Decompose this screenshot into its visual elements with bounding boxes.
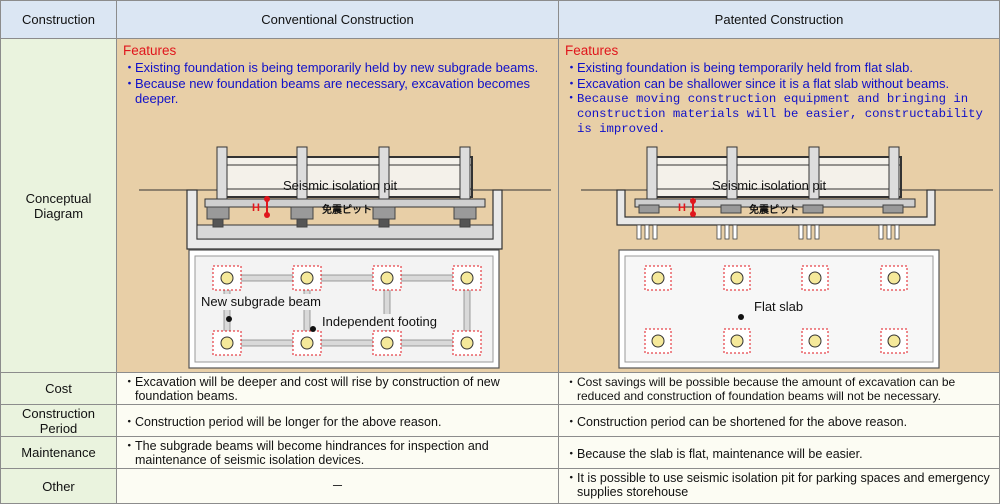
building-section — [204, 146, 486, 208]
row-label-maintenance: Maintenance — [0, 436, 117, 469]
beam-label: New subgrade beam — [201, 294, 321, 309]
feature-item: ・Because moving construction equipment a… — [565, 92, 983, 136]
patented-other: ・It is possible to use seismic isolation… — [558, 468, 1000, 504]
isolators — [206, 206, 477, 228]
header-conventional: Conventional Construction — [116, 0, 559, 39]
pit-label: Seismic isolation pit — [283, 178, 398, 193]
h-label: H — [678, 202, 686, 214]
features-list-mono: ・Because moving construction equipment a… — [565, 92, 991, 136]
patented-period: ・Construction period can be shortened fo… — [558, 404, 1000, 437]
h-label: H — [252, 202, 260, 214]
patented-maintenance: ・Because the slab is flat, maintenance w… — [558, 436, 1000, 469]
footing-label: Independent footing — [322, 314, 437, 329]
row-label-text: Conceptual Diagram — [25, 190, 92, 221]
pit-label-jp: 免震ピット — [322, 203, 372, 216]
patented-diagram-panel: Features ・Existing foundation is being t… — [558, 38, 1000, 373]
patented-diagram: H Seismic isolation pit 免震ピット Fl — [581, 146, 993, 369]
features-list: ・Existing foundation is being temporaril… — [565, 60, 991, 91]
feature-item: ・Excavation can be shallower since it is… — [565, 75, 950, 91]
patented-cost: ・Cost savings will be possible because t… — [558, 372, 1000, 405]
row-label-cost: Cost — [0, 372, 117, 405]
feature-item: ・Because new foundation beams are necess… — [123, 75, 531, 107]
features-title: Features — [123, 43, 177, 58]
plan-view: New subgrade beam Independent footing — [188, 249, 500, 369]
conventional-period: ・Construction period will be longer for … — [116, 404, 559, 437]
features-title: Features — [565, 43, 619, 58]
conventional-maintenance: ・The subgrade beams will become hindranc… — [116, 436, 559, 469]
footings — [212, 265, 482, 356]
conventional-diagram: H Seismic isolation pit 免震ピット — [139, 146, 551, 369]
h-marker: H — [678, 198, 696, 217]
isolators — [638, 204, 904, 214]
feature-item: ・Existing foundation is being temporaril… — [123, 60, 539, 75]
conventional-other: － — [116, 468, 559, 504]
pit-label: Seismic isolation pit — [712, 178, 827, 193]
row-label-construction-period: Construction Period — [0, 404, 117, 437]
features-list: ・Existing foundation is being temporaril… — [123, 60, 550, 107]
row-label-conceptual-diagram: Conceptual Diagram — [0, 38, 117, 373]
pit-label-jp: 免震ピット — [749, 203, 799, 216]
slab-label: Flat slab — [754, 299, 803, 314]
conventional-diagram-panel: Features ・Existing foundation is being t… — [116, 38, 559, 373]
header-construction: Construction — [0, 0, 117, 39]
footings — [644, 265, 908, 354]
plan-view: Flat slab — [618, 249, 940, 369]
conventional-cost: ・Excavation will be deeper and cost will… — [116, 372, 559, 405]
header-patented: Patented Construction — [558, 0, 1000, 39]
h-marker: H — [252, 196, 270, 218]
piles — [636, 224, 900, 240]
building-section — [634, 146, 916, 208]
feature-item: ・Existing foundation is being temporaril… — [565, 60, 914, 75]
seismic-pit — [186, 189, 503, 250]
row-label-other: Other — [0, 468, 117, 504]
seismic-pit — [616, 189, 936, 226]
